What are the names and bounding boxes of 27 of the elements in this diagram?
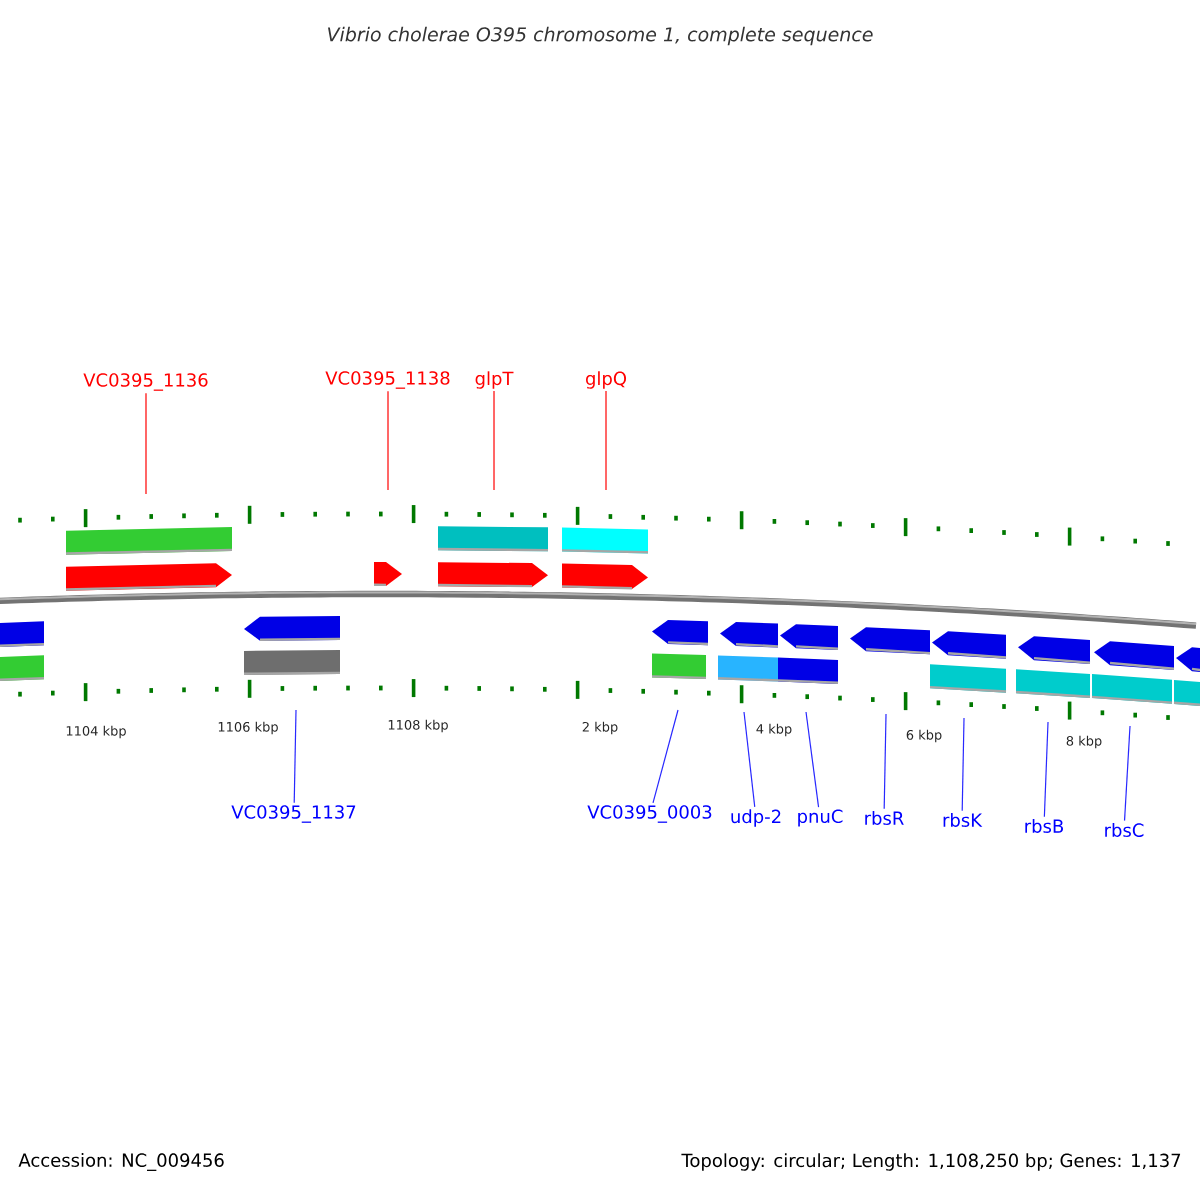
gene-label: rbsR	[865, 811, 904, 825]
gene-label: glpT	[475, 371, 514, 389]
leader-line	[652, 709, 679, 804]
gene-label: rbsK	[943, 813, 983, 827]
gene-label: rbsC	[1105, 823, 1144, 837]
leader-line	[605, 390, 607, 491]
gene-label: VC0395_1136	[83, 373, 208, 391]
leader-line	[145, 392, 147, 495]
leader-line	[493, 390, 495, 491]
leader-line	[743, 711, 756, 808]
gene-label: VC0395_1138	[325, 371, 450, 389]
gene-label: VC0395_1137	[231, 805, 356, 823]
leader-line	[293, 709, 297, 804]
leader-line	[1123, 725, 1131, 822]
gene-label: VC0395_0003	[587, 805, 712, 823]
gene-label: rbsB	[1025, 819, 1063, 833]
leader-line	[1043, 721, 1049, 818]
gene-label: glpQ	[586, 371, 627, 389]
leader-line	[961, 717, 965, 812]
footer-text: Accession: NC_009456	[18, 1153, 224, 1171]
gene-label: pnuC	[798, 809, 843, 827]
leader-line	[387, 390, 389, 491]
title: Vibrio cholerae O395 chromosome 1, complete sequence	[328, 26, 873, 46]
leader-line	[883, 713, 887, 810]
leader-line	[805, 711, 820, 808]
gene-label: udp-2	[731, 809, 781, 827]
footer-text: Topology: circular; Length: 1,108,250 bp; Genes: 1,137	[681, 1153, 1181, 1171]
